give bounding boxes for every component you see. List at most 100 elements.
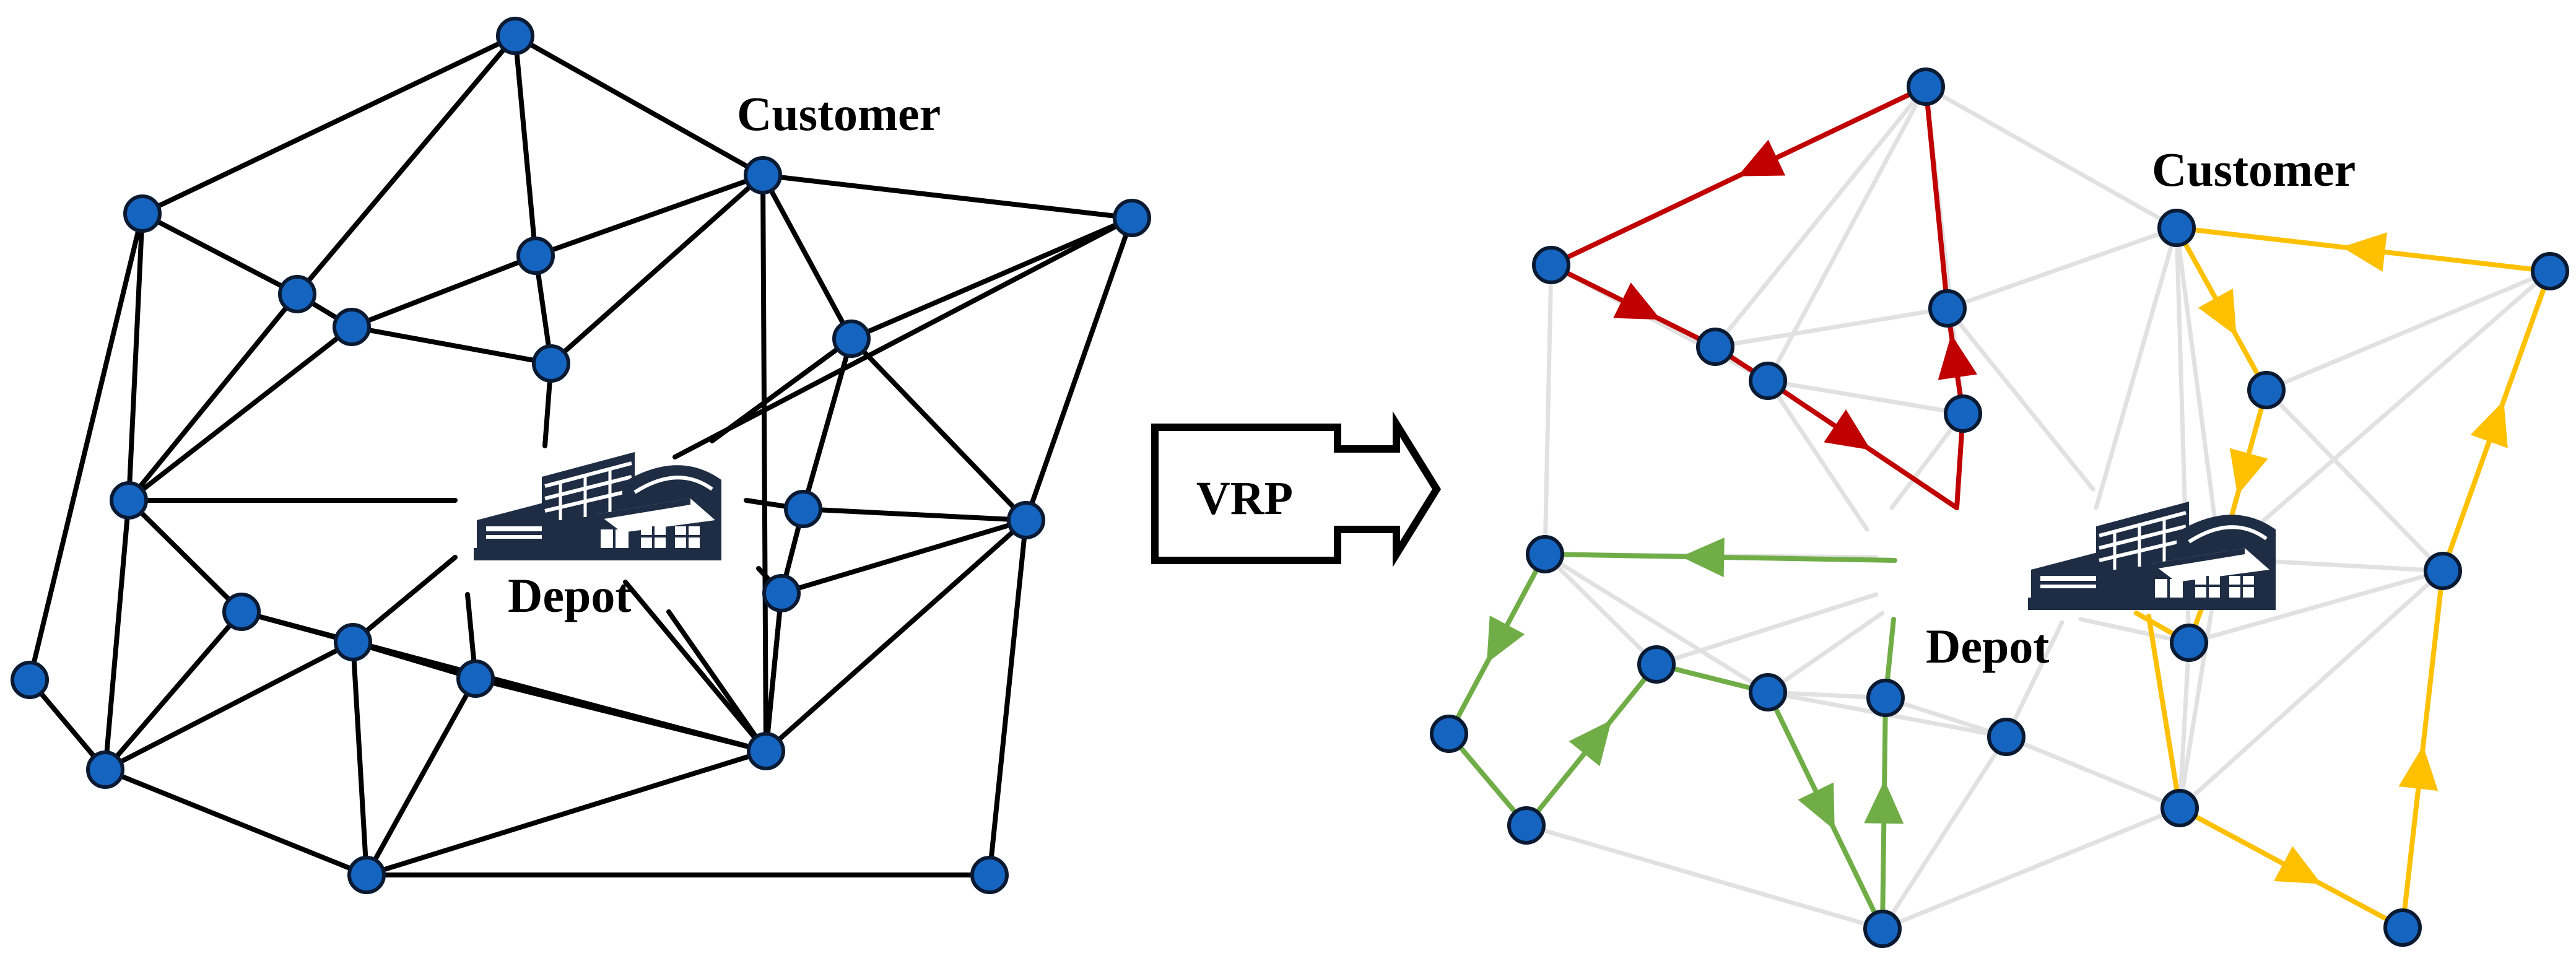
depot-spoke — [2094, 225, 2179, 510]
unused-edge — [1883, 695, 2009, 739]
direction-arrow — [1864, 780, 1904, 824]
unused-edge — [1765, 690, 1888, 700]
network-edge — [801, 507, 1029, 523]
customer-node — [110, 481, 148, 520]
network-edge — [349, 324, 554, 366]
customer-node — [1749, 362, 1787, 400]
customer-node — [123, 194, 162, 233]
unused-edges — [1447, 84, 2552, 931]
customer-node — [86, 751, 124, 789]
unused-edge — [1765, 84, 1928, 383]
unused-edge — [2264, 269, 2552, 393]
depot-spoke — [1945, 306, 2095, 492]
network-edge — [801, 336, 854, 511]
customer-node — [744, 156, 782, 194]
depot-spoke — [623, 580, 768, 754]
network-edge — [513, 33, 538, 258]
network-edge — [126, 498, 244, 614]
network-edge — [27, 211, 145, 682]
network-edges — [27, 33, 1134, 877]
customer-node — [1507, 806, 1546, 845]
network-edge — [103, 640, 355, 772]
customer-node — [2383, 908, 2422, 947]
route-segment — [2146, 614, 2182, 811]
network-edge — [779, 518, 1029, 596]
network-edge — [350, 640, 478, 681]
customer-nodes — [11, 17, 1151, 894]
network-edge — [349, 253, 538, 329]
customer-node — [532, 344, 570, 383]
customer-node — [516, 237, 555, 275]
direction-arrow — [1738, 139, 1786, 176]
depot-spoke — [1654, 592, 1879, 667]
network-edge — [760, 173, 854, 341]
direction-arrow — [2198, 288, 2237, 336]
direction-arrow — [1569, 720, 1612, 767]
route-segment — [1923, 84, 1950, 311]
network-edge — [987, 518, 1029, 877]
direction-arrow — [2470, 401, 2508, 448]
network-edge — [140, 33, 518, 216]
network-edge — [140, 211, 300, 297]
customer-node — [1007, 501, 1045, 539]
customer-node — [456, 659, 495, 698]
vrp-label: VRP — [1196, 472, 1293, 524]
network-edge — [103, 498, 131, 772]
unused-edge — [2264, 388, 2445, 573]
direction-arrow — [1613, 282, 1661, 320]
depot-warehouse-icon — [2028, 502, 2276, 610]
network-edge — [295, 33, 518, 297]
customer-node — [1987, 718, 2026, 756]
customer-node — [1928, 289, 1967, 328]
depot-label: Depot — [508, 568, 631, 622]
direction-arrow — [1798, 782, 1835, 830]
unused-edge — [2174, 225, 2222, 561]
network-edge — [350, 640, 369, 877]
customer-node — [1863, 910, 1902, 948]
customer-node — [832, 320, 871, 358]
unused-edge — [1945, 225, 2179, 311]
customer-node — [1430, 715, 1468, 753]
customer-node — [747, 732, 785, 770]
network-edge — [533, 173, 765, 258]
customer-node — [1944, 394, 1982, 433]
customer-node — [1637, 645, 1676, 684]
network-edge — [27, 677, 108, 772]
customer-node — [11, 661, 49, 699]
network-edge — [126, 292, 300, 503]
direction-arrow — [2274, 846, 2321, 884]
unused-edge — [1524, 823, 1885, 931]
direction-arrow — [1681, 537, 1725, 578]
network-edge — [513, 33, 765, 178]
customer-node — [496, 17, 534, 55]
network-edge — [849, 215, 1134, 341]
customer-node — [762, 574, 801, 612]
direction-arrow — [1938, 334, 1978, 380]
customer-node — [1696, 328, 1734, 366]
network-edge — [473, 676, 768, 754]
customer-node — [2531, 252, 2569, 290]
network-edge — [760, 173, 768, 754]
network-edge — [764, 591, 784, 754]
direction-arrow — [2229, 448, 2268, 495]
route-segment — [1447, 731, 1529, 828]
network-edge — [549, 173, 765, 366]
customer-node — [347, 856, 386, 894]
unused-edge — [2177, 568, 2445, 811]
direction-arrow — [2398, 746, 2439, 791]
direction-arrow — [1824, 409, 1871, 450]
customer-node — [2157, 209, 2196, 247]
depot-spoke — [1765, 611, 1885, 695]
unused-edge — [1880, 806, 2182, 931]
customer-node — [278, 275, 316, 313]
network-edge — [103, 609, 244, 772]
network-edge — [849, 336, 1029, 523]
customer-node — [1113, 199, 1151, 237]
unused-edge — [1880, 734, 2009, 931]
vrp-solution-graph: Customer Depot — [1430, 67, 2569, 948]
network-edge — [103, 767, 369, 877]
unused-edge — [1543, 552, 1770, 695]
customer-node — [1526, 535, 1564, 573]
unused-edge — [2177, 640, 2191, 811]
